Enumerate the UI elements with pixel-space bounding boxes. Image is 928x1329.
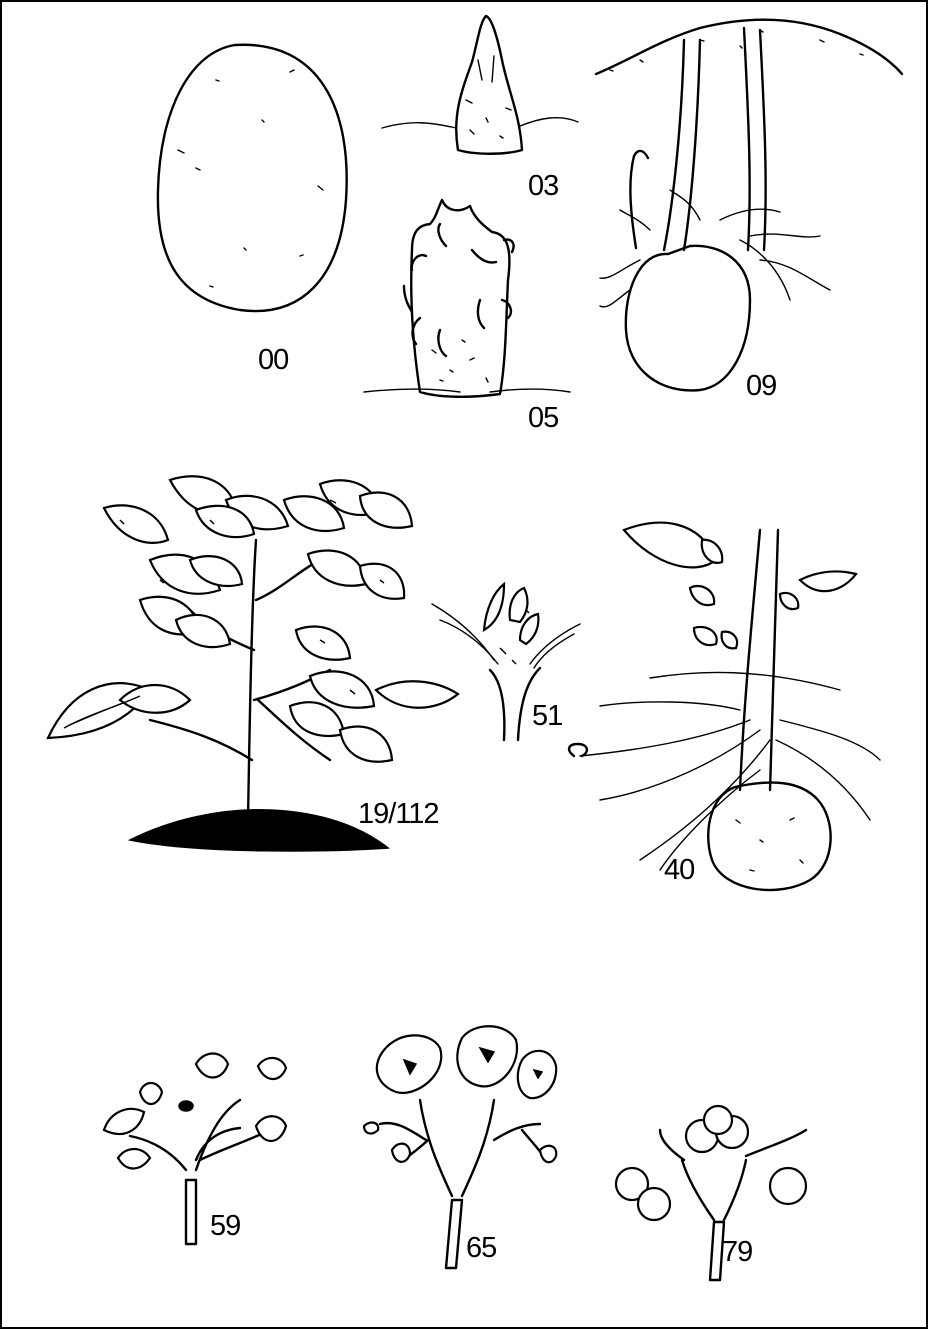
stage-label-05: 05: [528, 404, 558, 433]
emergence-tuber-icon: [596, 20, 902, 391]
stage-label-79: 79: [722, 1238, 752, 1267]
berries-icon: [616, 1106, 806, 1280]
stage-label-19-112: 19/112: [358, 800, 439, 829]
flower-buds-icon: [104, 1054, 286, 1245]
tuber-formation-icon: [569, 523, 880, 890]
dormant-tuber-icon: [158, 45, 347, 311]
stage-label-59: 59: [210, 1212, 240, 1241]
stage-label-09: 09: [746, 372, 776, 401]
stage-label-51: 51: [532, 702, 562, 731]
sprouting-tuber-icon: [382, 16, 578, 154]
stage-label-65: 65: [466, 1234, 496, 1263]
stage-label-40: 40: [664, 856, 694, 885]
leafy-plant-icon: [48, 476, 458, 851]
stage-label-00: 00: [258, 346, 288, 375]
sprouting-tuber-roots-icon: [364, 200, 570, 397]
stage-label-03: 03: [528, 172, 558, 201]
open-flowers-icon: [364, 1026, 556, 1268]
